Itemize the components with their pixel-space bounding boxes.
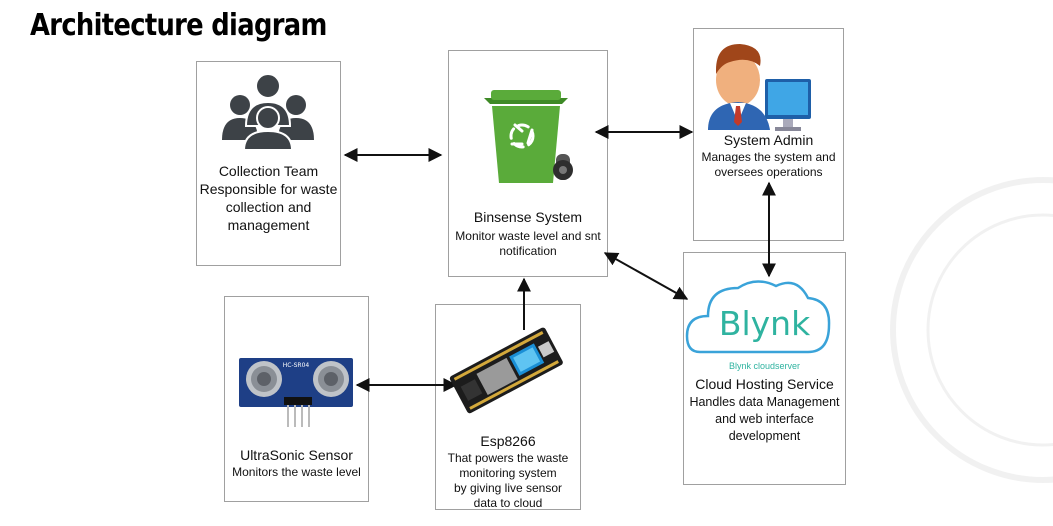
binsense-desc-1: Monitor waste level and snt (455, 229, 601, 243)
esp8266-desc-3: by giving live sensor (453, 481, 563, 495)
people-group-icon (222, 73, 314, 151)
collection-team-desc-3: management (227, 217, 310, 233)
cloud-hosting-desc-1: Handles data Management (689, 395, 840, 409)
system-admin-desc-2: oversees operations (714, 165, 823, 179)
watermark-seal-icon (890, 177, 1053, 483)
admin-computer-icon (708, 44, 811, 131)
esp8266-board-icon (449, 327, 563, 414)
ultrasonic-sensor-icon (239, 358, 353, 427)
cloud-icon (685, 280, 831, 354)
system-admin-desc-1: Manages the system and (701, 150, 836, 164)
page-title: Architecture diagram (30, 8, 327, 43)
esp8266-box (435, 304, 581, 510)
sensor-chip-label: HC-SR04 (283, 362, 310, 369)
ultrasonic-sensor-title: UltraSonic Sensor (240, 447, 353, 463)
cloud-hosting-title: Cloud Hosting Service (695, 376, 834, 392)
blynk-logo: Blynk (718, 304, 811, 343)
binsense-title: Binsense System (473, 209, 583, 225)
cloud-hosting-desc-2: and web interface (715, 412, 814, 426)
esp8266-title: Esp8266 (480, 433, 536, 449)
cloud-hosting-desc-3: development (728, 429, 801, 443)
arrow-binsense-cloud (603, 252, 689, 300)
collection-team-desc-1: Responsible for waste (199, 181, 338, 197)
esp8266-desc-1: That powers the waste (447, 451, 569, 465)
collection-team-title: Collection Team (218, 163, 319, 179)
esp8266-desc-4: data to cloud (473, 496, 543, 510)
collection-team-desc-2: collection and (225, 199, 312, 215)
ultrasonic-sensor-desc: Monitors the waste level (232, 465, 361, 479)
binsense-desc-2: notification (499, 244, 557, 258)
blynk-logo-caption: Blynk cloudserver (728, 361, 801, 371)
esp8266-desc-2: monitoring system (459, 466, 557, 480)
recycle-bin-icon (484, 90, 573, 183)
system-admin-title: System Admin (723, 132, 814, 148)
